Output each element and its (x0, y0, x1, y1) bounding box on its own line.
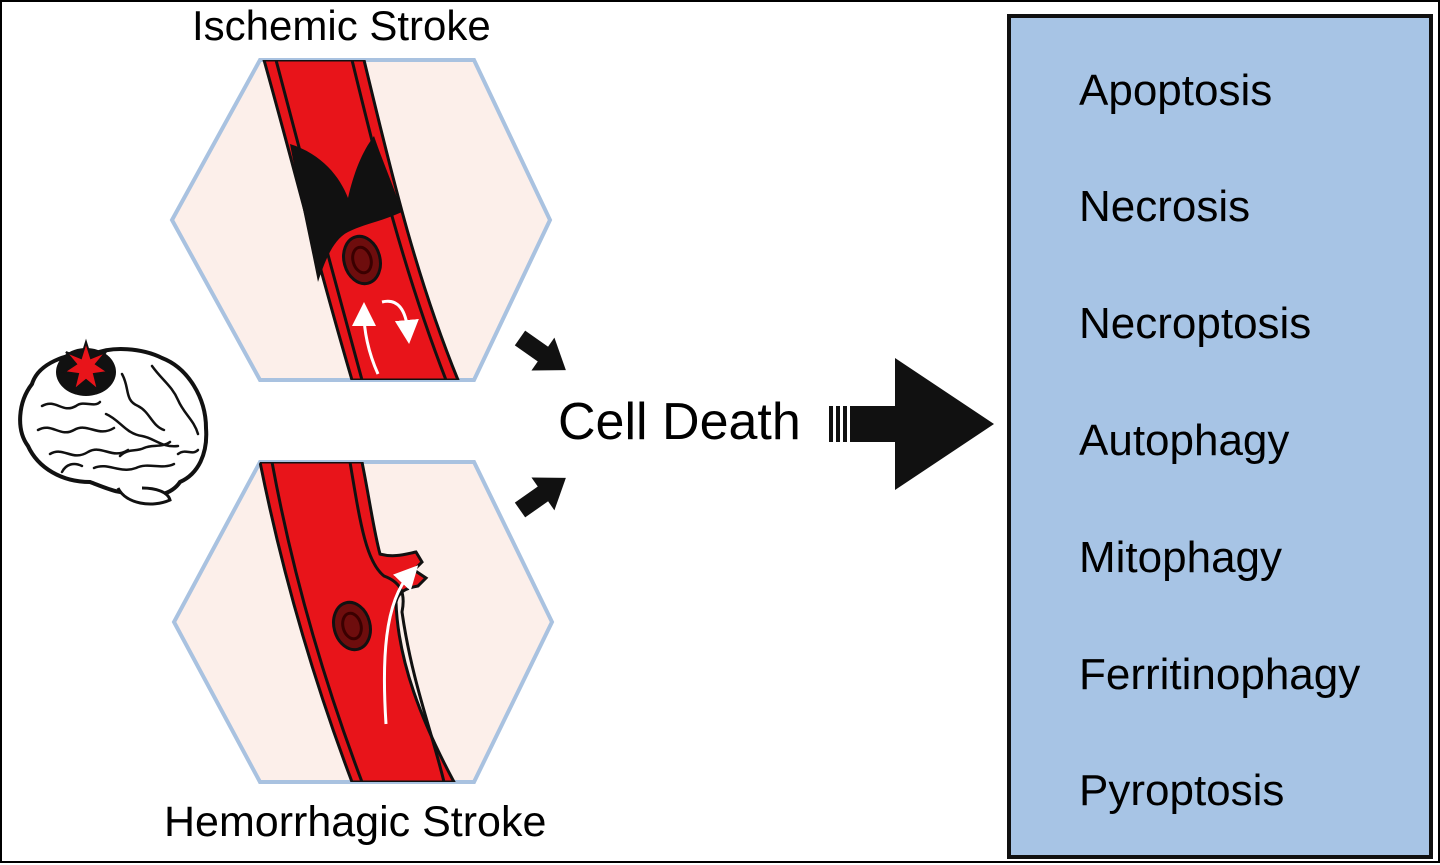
cell-death-type: Mitophagy (1079, 533, 1283, 582)
arrow-icon (514, 330, 566, 371)
hemorrhagic-panel (171, 460, 555, 784)
blood-flow-arrow-icon (352, 302, 380, 375)
hemorrhagic-stroke-title: Hemorrhagic Stroke (164, 798, 547, 846)
blood-flow-arrow-icon (382, 565, 419, 725)
ischemic-stroke-title: Ischemic Stroke (192, 2, 491, 49)
ischemic-panel (169, 58, 553, 382)
arrow-icon (514, 477, 566, 518)
red-blood-cell-icon (342, 234, 382, 286)
cell-death-type: Ferritinophagy (1079, 650, 1361, 699)
blood-flow-arrow-icon (381, 299, 419, 344)
blood-clot (290, 136, 402, 282)
red-blood-cell-icon (332, 600, 372, 652)
cell-death-type: Apoptosis (1079, 66, 1273, 115)
cell-death-types-panel: Apoptosis Necrosis Necroptosis Autophagy… (1007, 14, 1433, 859)
cell-death-type: Necrosis (1079, 182, 1251, 231)
cell-death-type: Autophagy (1079, 416, 1290, 465)
arrow-icon (829, 358, 994, 490)
burst-icon (61, 338, 111, 393)
cell-death-type: Pyroptosis (1079, 766, 1285, 815)
brain-icon (18, 338, 209, 506)
cell-death-label: Cell Death (558, 393, 801, 451)
cell-death-type: Necroptosis (1079, 299, 1312, 348)
